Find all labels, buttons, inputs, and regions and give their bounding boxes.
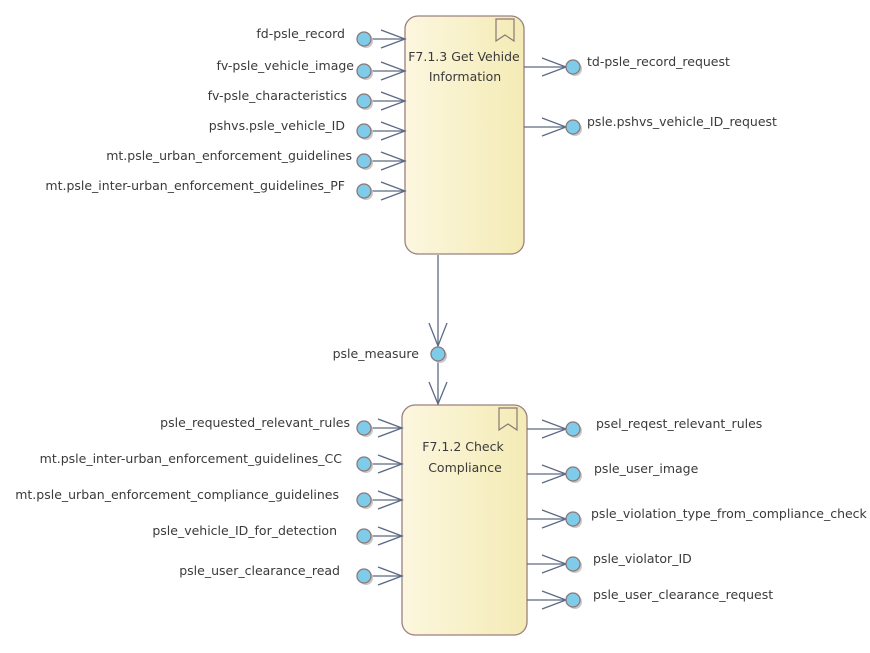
arrowhead-icon (377, 526, 404, 546)
input-pin[interactable]: mt.psle_inter-urban_enforcement_guidelin… (45, 178, 407, 201)
input-pin-label: fv-psle_characteristics (208, 88, 347, 103)
input-pin-label: mt.psle_urban_enforcement_guidelines (106, 148, 352, 163)
pin-circle[interactable] (356, 492, 372, 508)
output-pin-label: psle_violator_ID (593, 551, 692, 566)
action-title-line-1: F7.1.2 Check (422, 439, 504, 454)
input-pin[interactable]: pshvs.psle_vehicle_ID (209, 118, 407, 141)
pin-circle[interactable] (356, 420, 372, 436)
input-pin-label: mt.psle_urban_enforcement_compliance_gui… (15, 487, 339, 502)
pin-circle[interactable] (356, 93, 372, 109)
input-pin-label: fv-psle_vehicle_image (216, 58, 354, 73)
arrowhead-icon (377, 454, 404, 474)
input-pin-label: psle_requested_relevant_rules (160, 415, 350, 430)
pin-circle[interactable] (565, 119, 581, 135)
output-pin-label: psle.pshvs_vehicle_ID_request (587, 114, 777, 129)
input-pin[interactable]: psle_user_clearance_read (179, 563, 404, 586)
output-pin[interactable]: psle_user_clearance_request (527, 587, 773, 610)
pin-psle-measure[interactable] (430, 346, 446, 362)
arrowhead-icon (380, 29, 407, 49)
pin-circle[interactable] (356, 456, 372, 472)
arrowhead-icon (428, 381, 448, 406)
action-title-line-1: F7.1.3 Get Vehide (408, 49, 520, 64)
pins-layer: fd-psle_record fv-psle_vehicle_image fv-ps… (15, 26, 868, 610)
input-pin[interactable]: mt.psle_inter-urban_enforcement_guidelin… (40, 451, 404, 474)
pin-circle[interactable] (356, 568, 372, 584)
input-pin[interactable]: psle_requested_relevant_rules (160, 415, 404, 438)
output-pin[interactable]: psle_violation_type_from_compliance_chec… (527, 506, 868, 529)
bookmark-icon (495, 18, 515, 43)
pin-circle[interactable] (356, 183, 372, 199)
action-title-line-2: Information (429, 69, 501, 84)
arrowhead-icon (380, 91, 407, 111)
pin-circle[interactable] (565, 592, 581, 608)
output-pin[interactable]: psle_user_image (527, 461, 699, 484)
action-box[interactable] (404, 15, 525, 255)
output-pin-label: psle_violation_type_from_compliance_chec… (591, 506, 868, 521)
action-box[interactable] (401, 404, 528, 636)
input-pin-label: psle_user_clearance_read (179, 563, 340, 578)
output-pin-label: psle_user_image (594, 461, 699, 476)
action-title-line-2: Compliance (428, 460, 502, 475)
pin-circle[interactable] (356, 31, 372, 47)
action-check-compliance[interactable]: F7.1.2 Check Compliance (401, 404, 528, 636)
arrowhead-icon (380, 151, 407, 171)
output-pin[interactable]: td-psle_record_request (524, 54, 730, 77)
arrowhead-icon (377, 418, 404, 438)
arrowhead-icon (380, 181, 407, 201)
input-pin[interactable]: psle_vehicle_ID_for_detection (152, 523, 404, 546)
arrowhead-icon (377, 490, 404, 510)
arrowhead-icon (428, 322, 448, 348)
pin-circle[interactable] (565, 466, 581, 482)
output-pin-label: psel_reqest_relevant_rules (596, 416, 762, 431)
input-pin[interactable]: fv-psle_vehicle_image (216, 58, 407, 81)
arrowhead-icon (380, 61, 407, 81)
output-pin-label: psle_user_clearance_request (593, 587, 773, 602)
input-pin[interactable]: fd-psle_record (256, 26, 407, 49)
output-pin[interactable]: psle_violator_ID (527, 551, 692, 574)
connector-flow[interactable]: psle_measure (333, 255, 448, 406)
pin-circle[interactable] (356, 528, 372, 544)
input-pin[interactable]: fv-psle_characteristics (208, 88, 407, 111)
pin-circle[interactable] (356, 123, 372, 139)
pin-circle[interactable] (356, 153, 372, 169)
input-pin[interactable]: mt.psle_urban_enforcement_compliance_gui… (15, 487, 404, 510)
input-pin[interactable]: mt.psle_urban_enforcement_guidelines (106, 148, 407, 171)
pin-circle[interactable] (565, 421, 581, 437)
input-pin-label: mt.psle_inter-urban_enforcement_guidelin… (40, 451, 343, 466)
arrowhead-icon (377, 566, 404, 586)
pin-circle[interactable] (565, 59, 581, 75)
action-get-vehicle-information[interactable]: F7.1.3 Get Vehide Information (404, 15, 525, 255)
arrowhead-icon (380, 121, 407, 141)
output-pin[interactable]: psle.pshvs_vehicle_ID_request (524, 114, 777, 137)
pin-circle[interactable] (356, 63, 372, 79)
input-pin-label: pshvs.psle_vehicle_ID (209, 118, 345, 133)
pin-circle[interactable] (565, 556, 581, 572)
input-pin-label: mt.psle_inter-urban_enforcement_guidelin… (45, 178, 345, 193)
pin-circle[interactable] (565, 511, 581, 527)
pin-label: psle_measure (333, 346, 420, 361)
input-pin-label: fd-psle_record (256, 26, 345, 41)
output-pin[interactable]: psel_reqest_relevant_rules (527, 416, 762, 439)
bookmark-icon (498, 407, 518, 432)
output-pin-label: td-psle_record_request (587, 54, 730, 69)
input-pin-label: psle_vehicle_ID_for_detection (152, 523, 337, 538)
